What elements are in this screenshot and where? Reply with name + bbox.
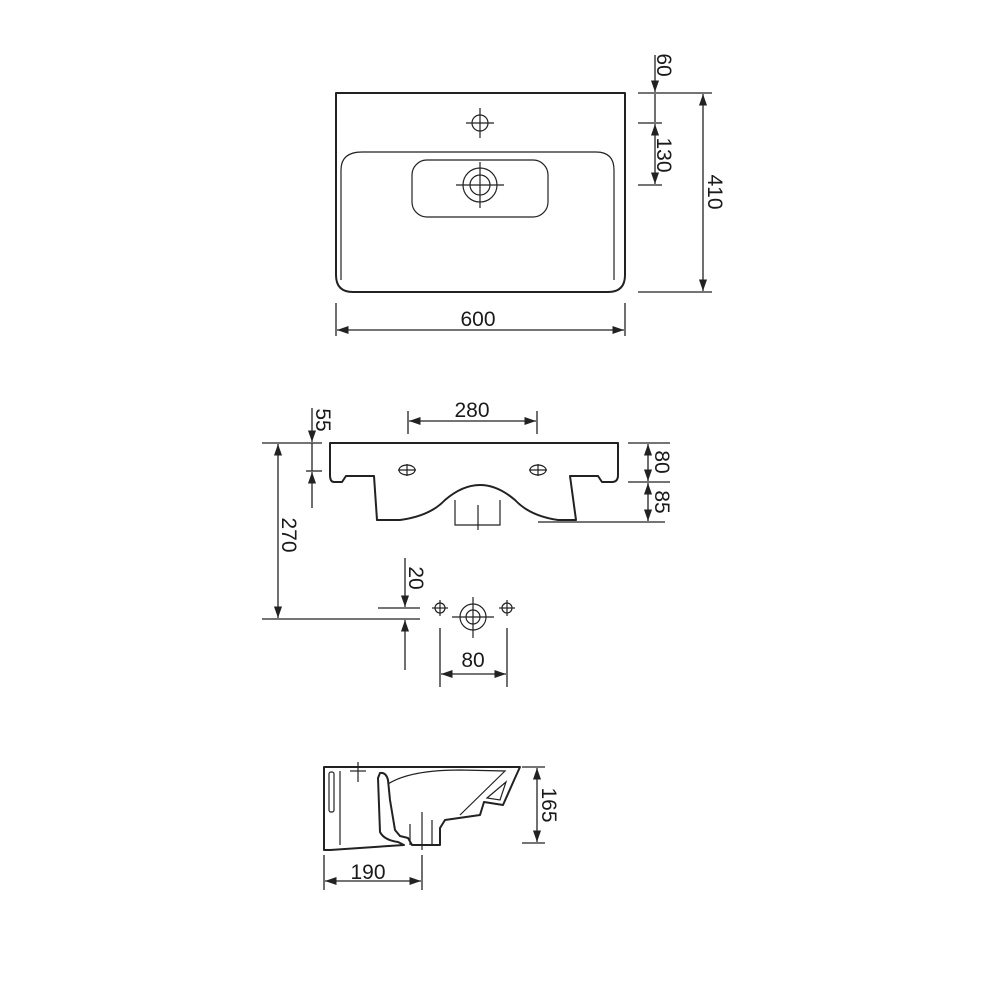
dim-bottom-hole-spacing: 80 — [461, 649, 484, 672]
drain-hole-icon — [456, 162, 504, 208]
top-view: 600 60 130 410 — [335, 53, 726, 336]
dim-drain-offset: 130 — [652, 137, 675, 172]
dim-width: 600 — [460, 308, 495, 331]
basin-outline-top — [335, 92, 626, 293]
basin-outline-front — [329, 442, 619, 521]
overflow-recess — [411, 159, 549, 218]
basin-bowl-top — [340, 151, 615, 280]
dim-bottom-hole-offset: 20 — [404, 566, 427, 589]
bottom-drain-icon — [452, 597, 494, 638]
tap-hole-icon — [466, 108, 494, 138]
dim-holes-spacing: 280 — [454, 399, 489, 422]
dim-drain-depth: 190 — [350, 861, 385, 884]
dim-total-height: 270 — [277, 517, 300, 552]
overflow-slot — [485, 780, 508, 801]
side-view: 165 190 — [323, 762, 560, 890]
dim-upper-height: 80 — [650, 450, 673, 473]
front-view: 280 55 270 80 85 20 80 — [262, 399, 673, 687]
dim-side-height: 165 — [537, 787, 560, 822]
dim-hole-height: 55 — [311, 408, 334, 431]
basin-outline-side — [323, 766, 521, 851]
dim-depth: 410 — [703, 174, 726, 209]
bottom-hole-right-icon — [499, 600, 515, 616]
bottom-hole-left-icon — [432, 600, 448, 616]
dim-lower-height: 85 — [650, 490, 673, 513]
dim-tap-offset: 60 — [652, 53, 675, 76]
